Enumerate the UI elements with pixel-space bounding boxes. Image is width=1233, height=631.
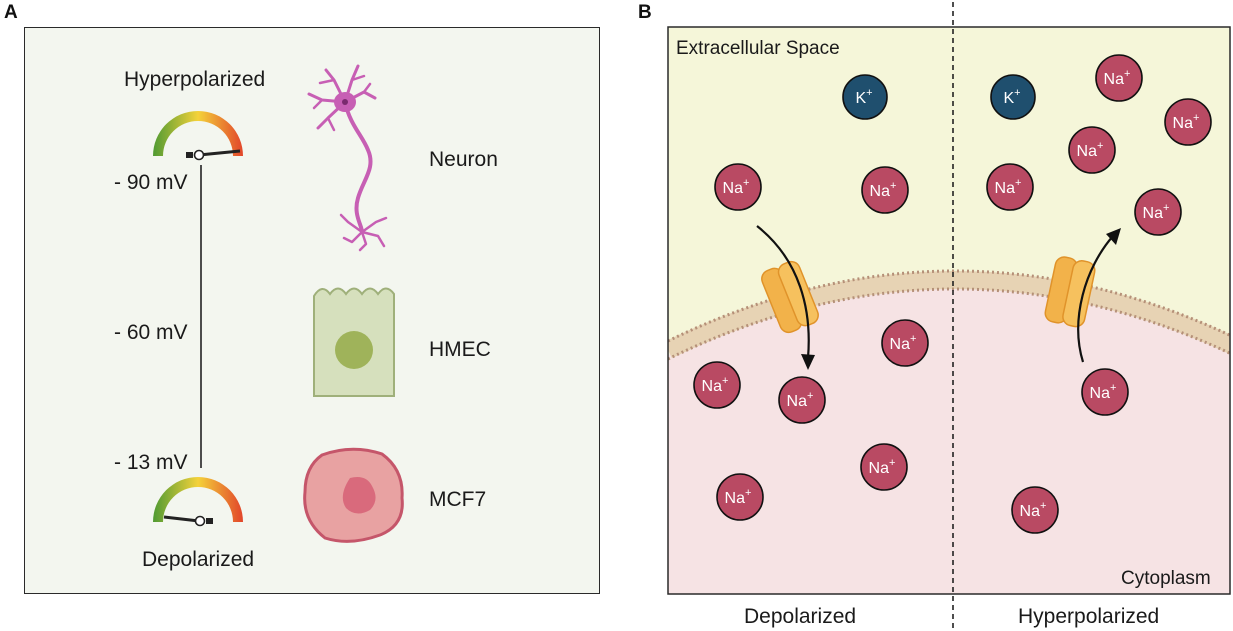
na-ion-icon: Na+ xyxy=(714,163,762,211)
ion-label: Na+ xyxy=(1090,382,1117,402)
na-ion-icon: Na+ xyxy=(1068,126,1116,174)
na-ion-icon: Na+ xyxy=(881,319,929,367)
cell-membrane xyxy=(668,271,1230,359)
na-ion-icon: Na+ xyxy=(986,163,1034,211)
ion-channel-left-icon xyxy=(761,260,819,334)
na-ion-icon: Na+ xyxy=(860,443,908,491)
na-ion-icon: Na+ xyxy=(1134,188,1182,236)
mcf7-cell-icon xyxy=(303,447,404,543)
ion-label: Na+ xyxy=(1077,140,1104,160)
k-ion-icon: K+ xyxy=(990,74,1036,120)
na-ion-icon: Na+ xyxy=(716,473,764,521)
k-ion-icon: K+ xyxy=(842,74,888,120)
depolarized-label: Depolarized xyxy=(142,548,255,571)
hyperpolarized-caption: Hyperpolarized xyxy=(1018,605,1160,628)
ion-channel-right-icon xyxy=(1044,256,1096,328)
ion-label: Na+ xyxy=(870,180,897,200)
ion-label: Na+ xyxy=(995,177,1022,197)
panel-letter-a: A xyxy=(4,2,18,23)
na-ion-icon: Na+ xyxy=(693,361,741,409)
cell-label-neuron: Neuron xyxy=(429,148,498,171)
ion-label: Na+ xyxy=(702,375,729,395)
voltage-label-90: - 90 mV xyxy=(114,171,188,194)
ion-label: Na+ xyxy=(725,487,752,507)
cytoplasm-label: Cytoplasm xyxy=(1121,568,1211,589)
neuron-body-icon xyxy=(334,92,356,112)
cell-label-mcf7: MCF7 xyxy=(429,488,487,511)
arrow-outward-icon xyxy=(1077,228,1121,363)
ion-label: Na+ xyxy=(723,177,750,197)
ion-label: Na+ xyxy=(1104,68,1131,88)
ion-label: Na+ xyxy=(869,457,896,477)
ion-label: Na+ xyxy=(1143,202,1170,222)
na-ion-icon: Na+ xyxy=(861,166,909,214)
ion-label: Na+ xyxy=(890,333,917,353)
ion-label: Na+ xyxy=(787,390,814,410)
voltage-label-60: - 60 mV xyxy=(114,321,188,344)
na-ion-icon: Na+ xyxy=(1095,54,1143,102)
hmec-cell-icon xyxy=(313,287,395,397)
ion-label: Na+ xyxy=(1173,112,1200,132)
extracellular-space-label: Extracellular Space xyxy=(676,38,840,59)
hyperpolarized-label: Hyperpolarized xyxy=(124,68,266,91)
na-ion-icon: Na+ xyxy=(1081,368,1129,416)
ion-label: Na+ xyxy=(1020,500,1047,520)
cytoplasm-area xyxy=(668,285,1230,594)
voltage-label-13: - 13 mV xyxy=(114,451,188,474)
top-gauge-icon xyxy=(153,111,243,161)
na-ion-icon: Na+ xyxy=(1164,98,1212,146)
ions-layer: K+ K+ Na+ Na+ Na+ Na+ Na+ Na+ Na+ Na+ Na+ Na+ Na+ Na+… xyxy=(693,54,1212,534)
panel-letter-b: B xyxy=(638,2,652,23)
na-ion-icon: Na+ xyxy=(1011,486,1059,534)
arrow-inward-icon xyxy=(756,225,815,370)
bottom-gauge-icon xyxy=(153,477,243,527)
panel-b-frame xyxy=(667,26,1231,595)
na-ion-icon: Na+ xyxy=(778,376,826,424)
depolarized-caption: Depolarized xyxy=(744,605,857,628)
cell-label-hmec: HMEC xyxy=(429,338,491,361)
